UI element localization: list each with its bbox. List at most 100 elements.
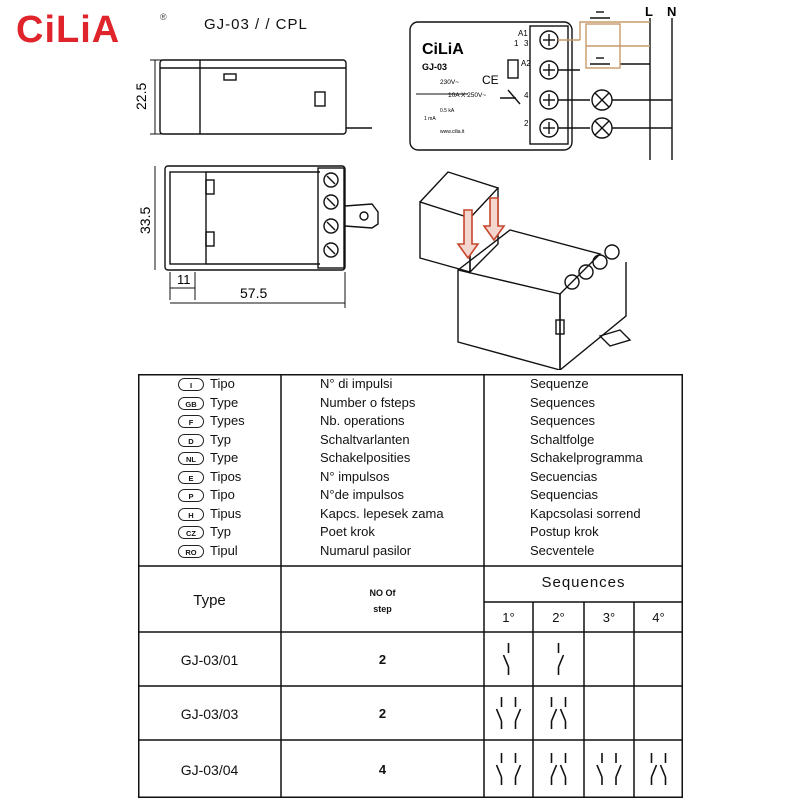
table-grid-lines (138, 374, 683, 798)
language-row: RO Tipul Numarul pasilor Secventele (138, 543, 683, 562)
language-row: NL Type Schakelposities Schakelprogramma (138, 450, 683, 469)
type-name-row-3: GJ-03/04 (180, 762, 239, 778)
language-code-badge: D (178, 433, 204, 447)
terminal-A2: A2 (521, 59, 531, 68)
language-code-badge: NL (178, 452, 204, 465)
language-code-badge: E (178, 470, 204, 484)
device-logo: CiLiA (422, 41, 464, 58)
steps-row-3: 4 (378, 762, 387, 777)
terminal-3: 3 (524, 39, 529, 48)
tan-wires (558, 21, 650, 69)
device-model: GJ-03 (422, 62, 447, 72)
language-code-badge: H (178, 507, 204, 521)
language-type-label: Tipo (210, 487, 235, 502)
language-sequences-label: Sequencias (530, 487, 598, 502)
language-code-badge: RO (178, 544, 204, 558)
contact-symbol (659, 753, 667, 785)
dim-height-top: 33.5 (137, 207, 153, 234)
language-type-label: Types (210, 413, 245, 428)
contact-symbol (502, 643, 510, 675)
label-N: N (667, 4, 676, 19)
language-code-badge: CZ (178, 526, 204, 539)
dim-small-width: 11 (177, 272, 191, 287)
language-steps-label: N° di impulsi (320, 376, 393, 391)
language-type-label: Type (210, 394, 239, 410)
wiring-diagram (409, 11, 673, 160)
language-sequences-label: Postup krok (530, 524, 599, 539)
terminal-A1: A1 (518, 29, 528, 38)
seq-col-3: 3° (602, 610, 616, 625)
contact-symbol (495, 753, 503, 785)
language-steps-label: Kapcs. lepesek zama (320, 505, 444, 521)
language-sequences-label: Sequences (530, 413, 596, 428)
language-sequences-label: Kapcsolasi sorrend (530, 505, 641, 521)
contact-symbol (596, 753, 603, 785)
perspective-drawing (419, 171, 632, 370)
language-row: H Tipus Kapcs. lepesek zama Kapcsolasi sorr… (138, 506, 683, 525)
contact-symbol (559, 697, 567, 729)
contact-symbol (550, 753, 558, 785)
rating-contact: 10A X 250V~ (448, 92, 486, 99)
language-sequences-label: Sequences (530, 394, 596, 410)
technical-drawings: 22.5 33.5 11 57.5 L N CiLiA GJ-03 A1 1 3… (133, 4, 676, 370)
header-sequences: Sequences (541, 574, 626, 591)
dim-height-side: 22.5 (133, 83, 149, 110)
terminal-4: 4 (524, 91, 529, 100)
language-row: P Tipo N°de impulsos Sequencias (138, 487, 683, 506)
language-code-badge: F (178, 415, 204, 428)
language-code-badge: GB (178, 396, 204, 410)
contact-symbol (559, 753, 567, 785)
terminal-1: 1 (514, 39, 519, 48)
model-title: GJ-03 / / CPL (204, 16, 308, 33)
sequence-symbols (495, 643, 667, 785)
language-code-badge: P (178, 489, 204, 502)
seq-col-1: 1° (502, 610, 515, 625)
language-row: GB Type Number o fsteps Sequences (138, 395, 683, 414)
language-sequences-label: Secuencias (530, 468, 598, 484)
cilia-logo: CiLiA ® (14, 6, 174, 51)
seq-col-4: 4° (652, 610, 665, 625)
language-steps-label: Numarul pasilor (320, 542, 412, 558)
contact-symbol (650, 753, 658, 785)
contact-symbol (615, 753, 622, 785)
language-steps-label: Number o fsteps (320, 394, 416, 410)
footer-url: www.cilia.it (440, 129, 465, 135)
language-type-label: Typ (210, 524, 231, 539)
language-steps-label: Poet krok (320, 524, 375, 539)
small-print-b: 1 mA (424, 116, 436, 122)
language-steps-label: Schaltvarlanten (320, 431, 410, 447)
language-steps-label: Nb. operations (320, 413, 405, 428)
contact-symbol (514, 753, 522, 785)
type-name-row-2: GJ-03/03 (180, 706, 239, 722)
language-type-label: Tipul (210, 542, 238, 558)
contact-symbol (550, 697, 558, 729)
ce-mark: CE (482, 73, 499, 87)
header-steps-line1: NO Of (369, 588, 396, 598)
contact-symbol (514, 697, 522, 729)
logo-text: CiLiA (16, 9, 120, 48)
small-print-a: 0.5 kA (440, 108, 455, 114)
language-code-badge: I (178, 378, 204, 391)
label-L: L (645, 4, 653, 19)
language-type-label: Tipus (210, 505, 242, 521)
language-sequences-label: Secventele (530, 542, 595, 558)
language-row: F Types Nb. operations Sequences (138, 413, 683, 432)
header-type: Type (193, 592, 226, 609)
rating-coil: 230V~ (440, 79, 459, 86)
language-type-label: Type (210, 450, 239, 465)
language-steps-label: N°de impulsos (320, 487, 404, 502)
side-view-drawing (150, 59, 372, 135)
header-steps-line2: step (373, 604, 392, 614)
language-type-label: Tipos (210, 468, 242, 484)
language-steps-label: N° impulsos (320, 468, 390, 484)
top-view-drawing (154, 165, 379, 308)
language-sequences-label: Schakelprogramma (530, 450, 643, 465)
seq-col-2: 2° (552, 610, 565, 625)
contact-symbol (495, 697, 503, 729)
language-row: E Tipos N° impulsos Secuencias (138, 469, 683, 488)
language-type-label: Typ (210, 431, 231, 447)
language-steps-label: Schakelposities (320, 450, 411, 465)
